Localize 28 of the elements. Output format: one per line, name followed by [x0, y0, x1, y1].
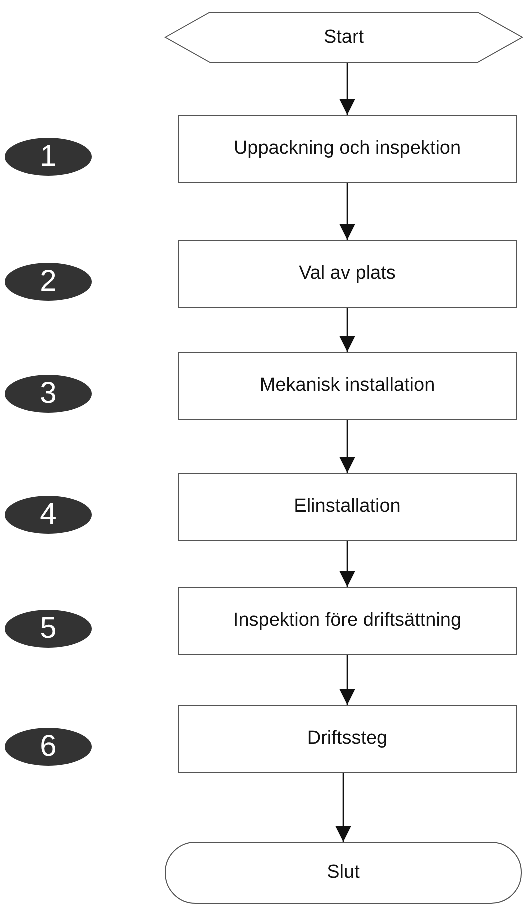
node-label: Start [324, 26, 364, 48]
process-box [178, 240, 517, 308]
process-box [178, 115, 517, 183]
arrow [340, 183, 356, 240]
arrow [340, 308, 356, 352]
step-number: 1 [40, 140, 57, 174]
node-label: Mekanisk installation [260, 375, 436, 397]
node-label: Slut [327, 862, 360, 884]
node-label: Uppackning och inspektion [234, 138, 462, 160]
start-terminal [165, 12, 523, 63]
node-label: Val av plats [299, 263, 396, 285]
step-number: 5 [40, 612, 57, 646]
process-box [178, 587, 517, 655]
arrow [340, 63, 356, 115]
step-number: 2 [40, 265, 57, 299]
process-box [178, 473, 517, 541]
node-label: Elinstallation [294, 496, 401, 518]
process-box [178, 705, 517, 773]
arrow [340, 655, 356, 705]
step-number: 3 [40, 377, 57, 411]
arrow [340, 420, 356, 473]
step-number: 6 [40, 730, 57, 764]
node-label: Driftssteg [307, 728, 388, 750]
node-label: Inspektion före driftsättning [233, 610, 462, 632]
process-box [178, 352, 517, 420]
step-number: 4 [40, 498, 57, 532]
arrow [340, 541, 356, 587]
arrow [336, 773, 352, 842]
